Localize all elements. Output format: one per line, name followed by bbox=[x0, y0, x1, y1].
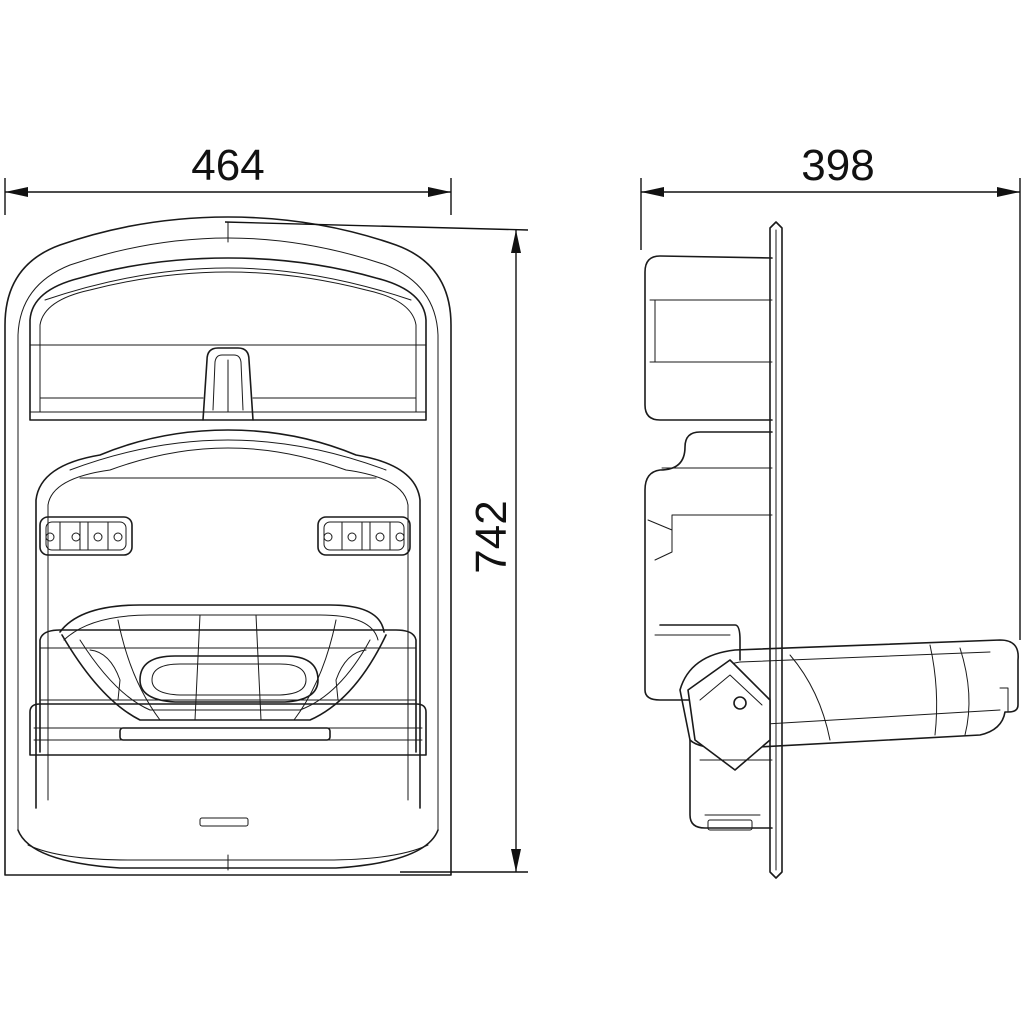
right-mount-bracket bbox=[317, 516, 411, 556]
width-label: 464 bbox=[191, 141, 264, 190]
mounting-flange bbox=[769, 221, 783, 879]
dimension-height: 742 bbox=[224, 221, 529, 873]
depth-label: 398 bbox=[801, 141, 874, 190]
top-shelf bbox=[29, 257, 427, 421]
main-cavity bbox=[29, 429, 427, 827]
dimension-width: 464 bbox=[4, 141, 452, 215]
front-view bbox=[4, 216, 452, 876]
left-mount-bracket bbox=[39, 516, 133, 556]
side-fold-tray bbox=[679, 639, 1019, 771]
fold-down-tray bbox=[39, 604, 417, 753]
height-label: 742 bbox=[467, 500, 516, 573]
side-view bbox=[644, 221, 1019, 879]
dimension-depth: 398 bbox=[640, 141, 1021, 640]
